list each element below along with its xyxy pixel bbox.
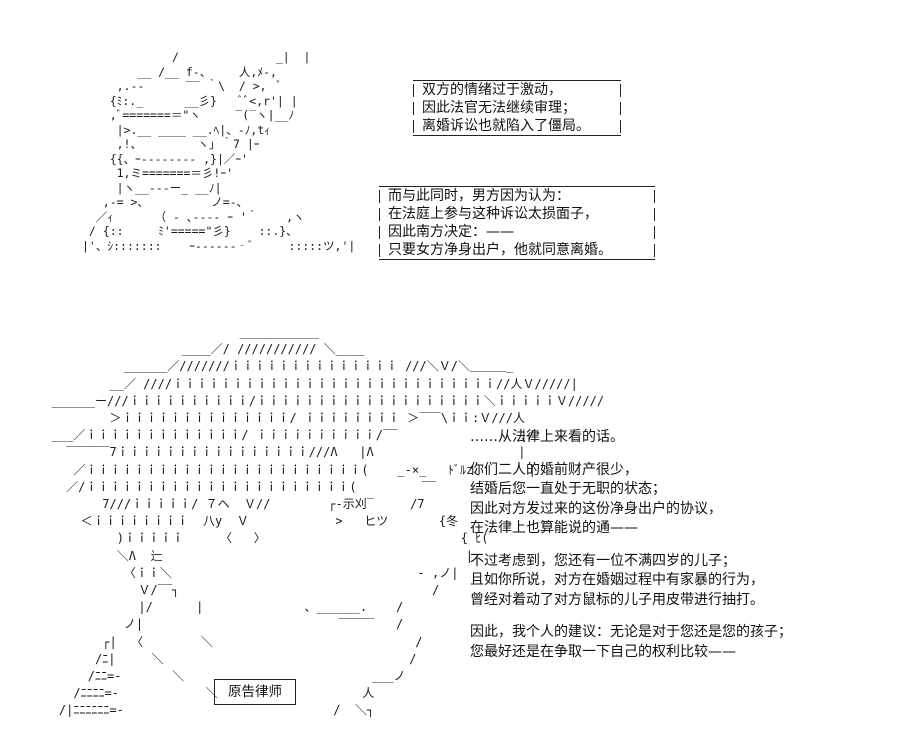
speech-line: 因此，我个人的建议：无论是对于您还是您的孩子； bbox=[470, 624, 792, 640]
box-bottom-rule bbox=[413, 135, 621, 136]
box-bottom-rule bbox=[379, 259, 655, 260]
speech-line: 且如你所说，对方在婚姻过程中有家暴的行为， bbox=[470, 572, 764, 588]
speech-line: 不过考虑到，您还有一位不满四岁的儿子； bbox=[470, 552, 736, 569]
speaker-label: 原告律师 bbox=[214, 679, 296, 705]
speech-paragraph: 不过考虑到，您还有一位不满四岁的儿子； 且如你所说，对方在婚姻过程中有家暴的行为… bbox=[470, 552, 900, 611]
speech-paragraph: ……从法律上来看的话。 bbox=[470, 428, 900, 448]
narration-box-2: 而与此同时，男方因为认为： 在法庭上参与这种诉讼太损面子， 因此南方决定：—— … bbox=[379, 186, 655, 260]
judge-ascii-art: / _| | __ /__ f-、 人,ﾒ-, ,.-‐ ‾‾ ｀\ / >, … bbox=[82, 50, 356, 253]
narration-line: 只要女方净身出户，他就同意离婚。 bbox=[379, 241, 655, 259]
box-top-rule bbox=[413, 80, 621, 81]
box-top-rule bbox=[379, 186, 655, 187]
speech-line: 您最好还是在争取一下自己的权利比较—— bbox=[470, 643, 736, 660]
narration-line: 而与此同时，男方因为认为： bbox=[379, 187, 655, 205]
lawyer-speech: ……从法律上来看的话。 你们二人的婚前财产很少， 结婚后您一直处于无职的状态； … bbox=[470, 428, 900, 675]
speech-line: 曾经对着动了对方鼠标的儿子用皮带进行抽打。 bbox=[470, 591, 764, 608]
narration-box-1: 双方的情绪过于激动， 因此法官无法继续审理； 离婚诉讼也就陷入了僵局。 bbox=[413, 80, 621, 136]
speech-paragraph: 你们二人的婚前财产很少， 结婚后您一直处于无职的状态； 因此对方发过来的这份净身… bbox=[470, 461, 900, 539]
lawyer-ascii-art: ___________ ____／/ /////////// ＼____ ___… bbox=[51, 325, 605, 718]
narration-line: 因此南方决定：—— bbox=[379, 223, 655, 241]
speech-line: 因此对方发过来的这份净身出户的协议， bbox=[470, 500, 722, 517]
speech-line: 你们二人的婚前财产很少， bbox=[470, 461, 638, 478]
speech-paragraph: 因此，我个人的建议：无论是对于您还是您的孩子； 您最好还是在争取一下自己的权利比… bbox=[470, 623, 900, 662]
narration-line: 因此法官无法继续审理； bbox=[413, 99, 621, 117]
speech-line: 结婚后您一直处于无职的状态； bbox=[470, 481, 666, 497]
speech-line: 在法律上也算能说的通—— bbox=[470, 520, 638, 536]
narration-line: 双方的情绪过于激动， bbox=[413, 81, 621, 99]
narration-line: 离婚诉讼也就陷入了僵局。 bbox=[413, 117, 621, 135]
narration-line: 在法庭上参与这种诉讼太损面子， bbox=[379, 205, 655, 223]
speech-line: ……从法律上来看的话。 bbox=[470, 429, 624, 445]
